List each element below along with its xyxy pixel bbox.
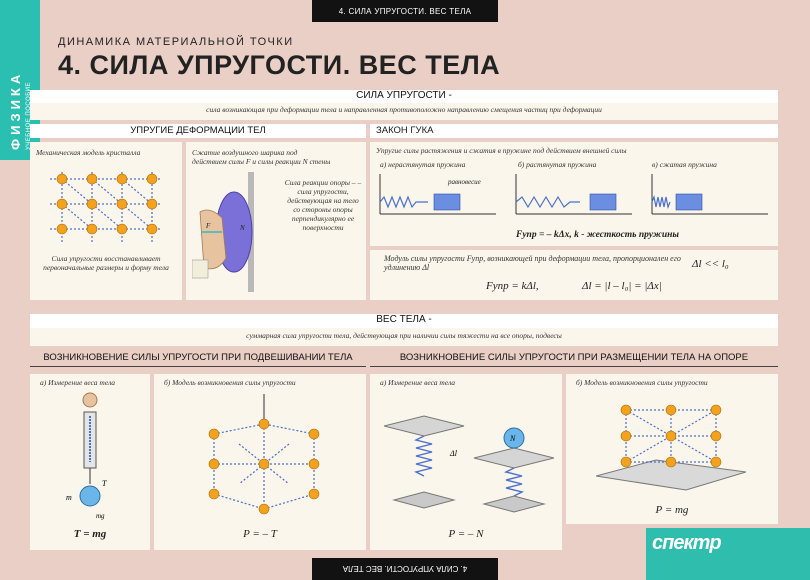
- weight-panel: ВЕС ТЕЛА - суммарная сила упругости тела…: [30, 314, 778, 346]
- hooke-condition: Δl << l₀: [692, 258, 729, 270]
- reaction-force-note: Сила реакции опоры – – сила упругости, д…: [284, 178, 362, 232]
- suspension-a-formula: T = mg: [73, 528, 107, 540]
- crystal-caption: Механическая модель кристалла: [36, 148, 141, 157]
- section-kicker: ДИНАМИКА МАТЕРИАЛЬНОЙ ТОЧКИ: [58, 36, 294, 48]
- suspension-b-caption: б) Модель возникновения силы упругости: [164, 378, 296, 387]
- subject-label: ФИЗИКА: [8, 70, 23, 150]
- case-c-label: в) сжатая пружина: [652, 160, 717, 169]
- svg-text:F: F: [205, 222, 211, 230]
- hooke-intro: Упругие силы растяжения и сжатия в пружи…: [376, 146, 627, 155]
- hooke-modulus-formula: Fупр = kΔl,: [486, 280, 539, 292]
- suspension-measure-panel: а) Измерение веса тела T m mg T = mg: [30, 374, 150, 550]
- suspension-header: ВОЗНИКНОВЕНИЕ СИЛЫ УПРУГОСТИ ПРИ ПОДВЕШИ…: [30, 351, 366, 367]
- svg-text:N: N: [509, 434, 516, 443]
- support-a-formula: P = – N: [448, 528, 484, 540]
- suspension-lattice-icon: [208, 394, 320, 515]
- svg-text:Δl: Δl: [449, 449, 458, 458]
- hooke-modulus-text: Модуль силы упругости Fупр, возникающей …: [384, 254, 681, 272]
- svg-text:N: N: [239, 224, 245, 232]
- publisher-logo-text: спектр: [652, 532, 722, 554]
- hooke-header: ЗАКОН ГУКА: [370, 124, 778, 138]
- top-bar-text: 4. СИЛА УПРУГОСТИ. ВЕС ТЕЛА: [338, 6, 472, 16]
- support-model-panel: б) Модель возникновения силы упругости P…: [566, 374, 778, 524]
- support-heading: ВОЗНИКНОВЕНИЕ СИЛЫ УПРУГОСТИ ПРИ РАЗМЕЩЕ…: [399, 352, 749, 363]
- elastic-force-heading: СИЛА УПРУГОСТИ -: [30, 90, 778, 103]
- hooke-heading: ЗАКОН ГУКА: [376, 125, 434, 136]
- crystal-model-panel: Механическая модель кристалла Сила упруг…: [30, 142, 182, 300]
- deformations-header: УПРУГИЕ ДЕФОРМАЦИИ ТЕЛ: [30, 124, 366, 138]
- deformations-heading: УПРУГИЕ ДЕФОРМАЦИИ ТЕЛ: [130, 125, 266, 136]
- crystal-lattice-icon: [50, 172, 160, 242]
- hooke-springs-panel: Упругие силы растяжения и сжатия в пружи…: [370, 142, 778, 246]
- support-b-formula: P = mg: [655, 504, 689, 516]
- weight-definition: суммарная сила упругости тела, действующ…: [246, 331, 562, 340]
- suspension-heading: ВОЗНИКНОВЕНИЕ СИЛЫ УПРУГОСТИ ПРИ ПОДВЕШИ…: [43, 352, 353, 363]
- suspension-b-formula: P = – T: [243, 528, 277, 540]
- suspension-a-caption: а) Измерение веса тела: [40, 378, 116, 387]
- bottom-bar-text: 4. СИЛА УПРУГОСТИ. ВЕС ТЕЛА: [342, 564, 468, 574]
- support-underline: [370, 366, 778, 367]
- hooke-delta-formula: Δl = |l – l₀| = |Δx|: [582, 280, 662, 292]
- support-header: ВОЗНИКНОВЕНИЕ СИЛЫ УПРУГОСТИ ПРИ РАЗМЕЩЕ…: [370, 351, 778, 367]
- support-a-caption: а) Измерение веса тела: [380, 378, 456, 387]
- suspension-underline: [30, 366, 366, 367]
- spring-cases-icon: равновесие: [379, 174, 768, 215]
- support-spring-icon: N Δl: [384, 415, 554, 513]
- balloon-caption: Сжатие воздушного шарика под действием с…: [192, 148, 331, 166]
- balloon-press-icon: N F: [192, 172, 254, 292]
- elastic-force-panel: СИЛА УПРУГОСТИ - сила возникающая при де…: [30, 90, 778, 120]
- elastic-force-definition: сила возникающая при деформации тела и н…: [206, 105, 602, 114]
- svg-text:T: T: [102, 479, 107, 488]
- equilibrium-label: равновесие: [447, 178, 481, 186]
- support-measure-panel: а) Измерение веса тела N Δl P = – N: [370, 374, 562, 550]
- case-b-label: б) растянутая пружина: [518, 160, 597, 169]
- top-title-bar: 4. СИЛА УПРУГОСТИ. ВЕС ТЕЛА: [312, 0, 498, 22]
- publisher-logo: спектр: [646, 528, 810, 580]
- suspension-model-panel: б) Модель возникновения силы упругости P…: [154, 374, 366, 550]
- support-b-caption: б) Модель возникновения силы упругости: [576, 378, 708, 387]
- bottom-title-bar: 4. СИЛА УПРУГОСТИ. ВЕС ТЕЛА: [312, 558, 498, 580]
- case-a-label: а) нерастянутая пружина: [380, 160, 466, 169]
- crystal-note: Сила упругости восстанавливает первонача…: [43, 254, 169, 272]
- weight-heading: ВЕС ТЕЛА -: [30, 314, 778, 328]
- svg-text:mg: mg: [96, 512, 105, 520]
- hooke-formula: Fупр = – kΔx, k - жесткость пружины: [516, 230, 679, 240]
- balloon-panel: Сжатие воздушного шарика под действием с…: [186, 142, 366, 300]
- page-title: 4. СИЛА УПРУГОСТИ. ВЕС ТЕЛА: [58, 50, 501, 80]
- spring-scale-icon: T m mg: [66, 392, 107, 520]
- svg-text:m: m: [66, 493, 72, 502]
- support-lattice-icon: [596, 404, 746, 491]
- hooke-modulus-panel: Модуль силы упругости Fупр, возникающей …: [370, 250, 778, 300]
